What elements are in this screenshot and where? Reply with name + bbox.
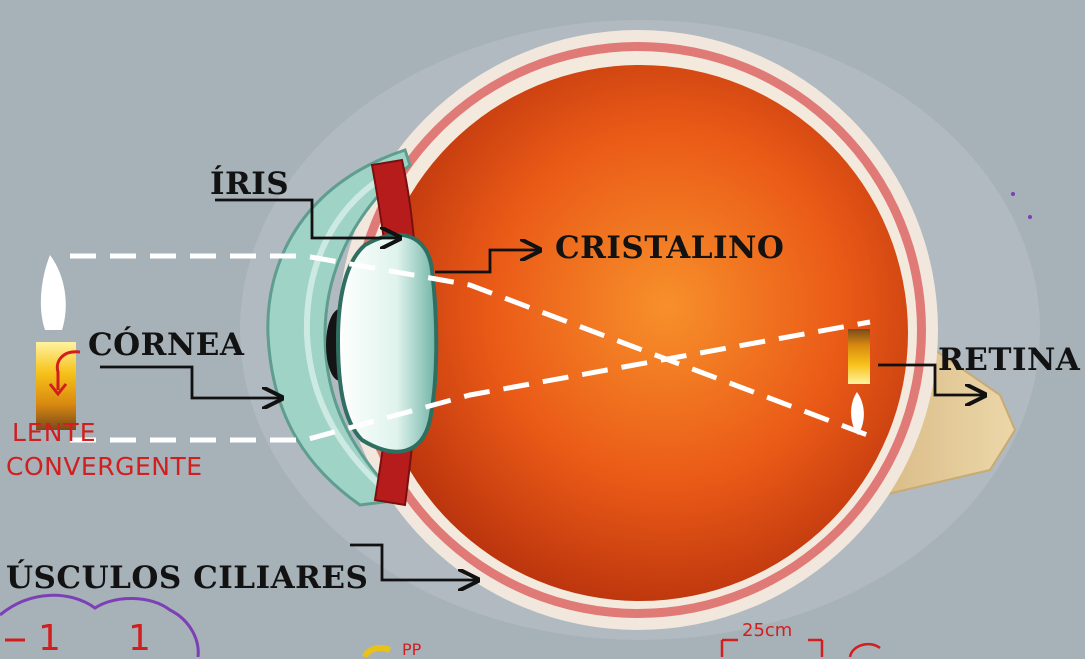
hand-distance: 25cm xyxy=(742,620,792,641)
hand-lente: LENTE xyxy=(12,418,97,447)
candle-flame xyxy=(41,255,66,330)
hand-curve xyxy=(850,644,880,657)
dot-2 xyxy=(1028,215,1032,219)
hand-fraction-1a: 1 xyxy=(38,618,61,659)
hand-partial: PP xyxy=(402,640,421,659)
dot-1 xyxy=(1011,192,1015,196)
label-cornea: CÓRNEA xyxy=(88,327,244,363)
image-candle-body xyxy=(848,329,870,384)
label-cristalino: CRISTALINO xyxy=(555,230,784,266)
candle-object xyxy=(36,255,76,430)
candle-body xyxy=(36,342,76,430)
label-iris: ÍRIS xyxy=(210,166,289,202)
label-musculos-ciliares: ÚSCULOS CILIARES xyxy=(6,560,368,596)
label-retina: RETINA xyxy=(938,342,1080,378)
hand-convergente: CONVERGENTE xyxy=(6,452,203,481)
hand-yellow-mark xyxy=(365,648,390,657)
hand-purple-arc xyxy=(0,595,198,657)
hand-bracket xyxy=(722,640,822,657)
hand-fraction-1b: 1 xyxy=(128,618,151,659)
vitreous-body xyxy=(372,65,908,601)
crystalline-lens xyxy=(338,235,436,452)
